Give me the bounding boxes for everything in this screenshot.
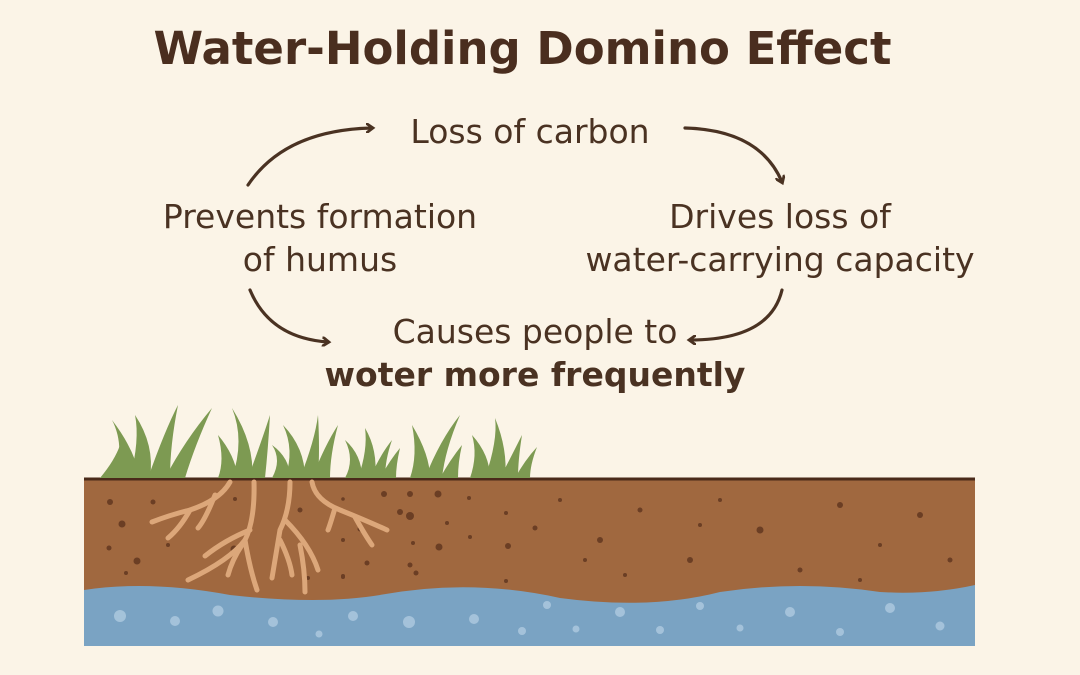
roots: [149, 479, 390, 595]
node-bottom-line2: woter more frequently: [324, 355, 746, 394]
node-right-line2: water-carrying capacity: [585, 240, 975, 279]
node-prevents-humus: Prevents formation of humus: [120, 195, 520, 281]
water-bubbles: [114, 601, 945, 638]
node-right-line1: Drives loss of: [669, 197, 891, 236]
arrow-top-to-right: [683, 126, 782, 182]
node-loss-of-carbon: Loss of carbon: [410, 112, 650, 151]
water-layer: [84, 585, 975, 646]
node-bottom-line1: Causes people to: [392, 312, 678, 351]
node-drives-loss: Drives loss of water-carrying capacity: [560, 195, 1000, 281]
arrow-bottom-to-left: [248, 288, 328, 342]
arrow-right-to-bottom: [690, 288, 784, 340]
node-water-more: Causes people to woter more frequently: [300, 310, 770, 396]
grass: [100, 405, 537, 478]
page-title: Water-Holding Domino Effect: [153, 22, 892, 75]
node-left-line2: of humus: [242, 240, 398, 279]
arrow-left-to-top: [246, 128, 372, 187]
node-left-line1: Prevents formation: [162, 197, 478, 236]
